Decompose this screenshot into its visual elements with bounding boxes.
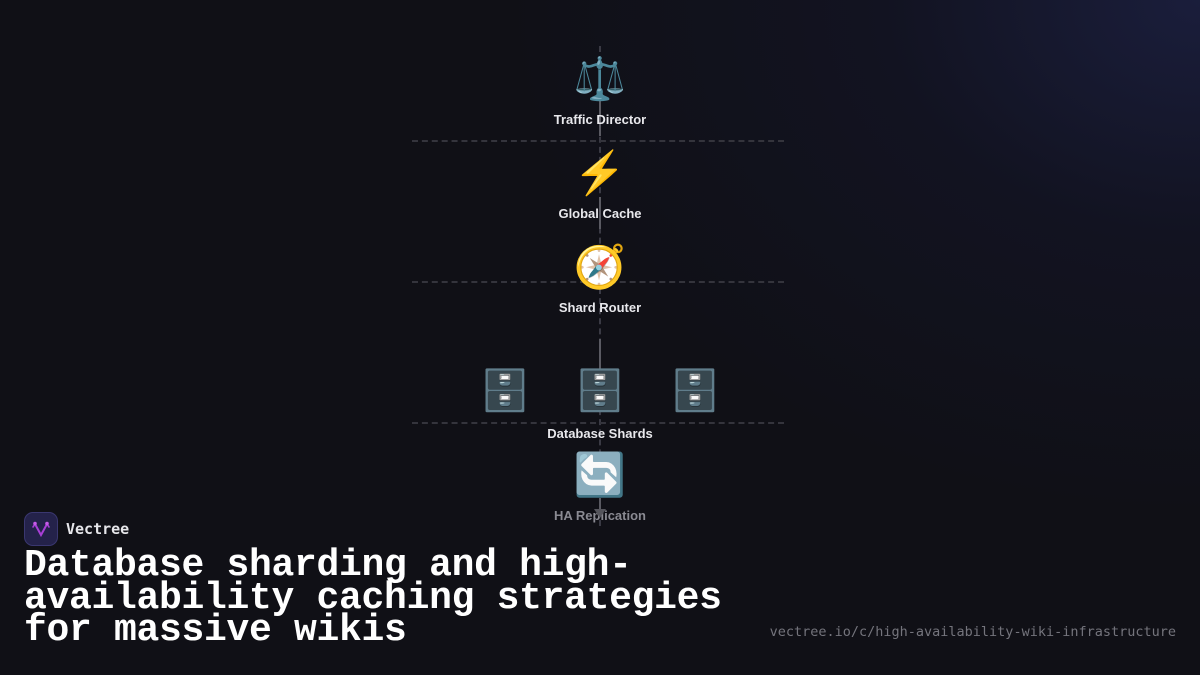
repeat-arrows-icon: 🔄 — [573, 451, 627, 498]
connector-line — [599, 339, 601, 369]
node-global-cache: ⚡ Global Cache — [500, 148, 700, 221]
brand-name: Vectree — [66, 520, 130, 538]
node-label: Shard Router — [558, 300, 642, 315]
connector-line — [599, 100, 601, 136]
arrow-down-icon — [594, 509, 606, 518]
node-label: Global Cache — [558, 206, 642, 221]
brand: Vectree — [24, 512, 129, 546]
node-database-shards: 🗄️ 🗄️ 🗄️ — [0, 366, 1200, 416]
node-label: Database Shards — [547, 426, 653, 441]
file-cabinet-icon: 🗄️ — [480, 369, 530, 413]
vectree-logo-icon — [24, 512, 58, 546]
lightning-icon: ⚡ — [573, 149, 627, 196]
connector-line — [599, 498, 601, 510]
compass-icon: 🧭 — [573, 243, 627, 290]
file-cabinet-icon: 🗄️ — [575, 369, 625, 413]
file-cabinet-icon: 🗄️ — [670, 369, 720, 413]
balance-scale-icon: ⚖️ — [573, 55, 627, 102]
layer-divider — [412, 140, 784, 142]
vertical-dashed-axis — [599, 46, 601, 526]
layer-divider — [412, 281, 784, 283]
connector-line — [599, 197, 601, 229]
layer-divider — [412, 422, 784, 424]
architecture-diagram: ⚖️ Traffic Director ⚡ Global Cache 🧭 Sha… — [0, 46, 1200, 526]
page-url[interactable]: vectree.io/c/high-availability-wiki-infr… — [769, 624, 1176, 640]
page-title: Database sharding and high-availability … — [24, 544, 722, 652]
node-shard-router: 🧭 Shard Router — [500, 242, 700, 315]
node-traffic-director: ⚖️ Traffic Director — [500, 54, 700, 127]
node-label: Traffic Director — [553, 112, 647, 127]
